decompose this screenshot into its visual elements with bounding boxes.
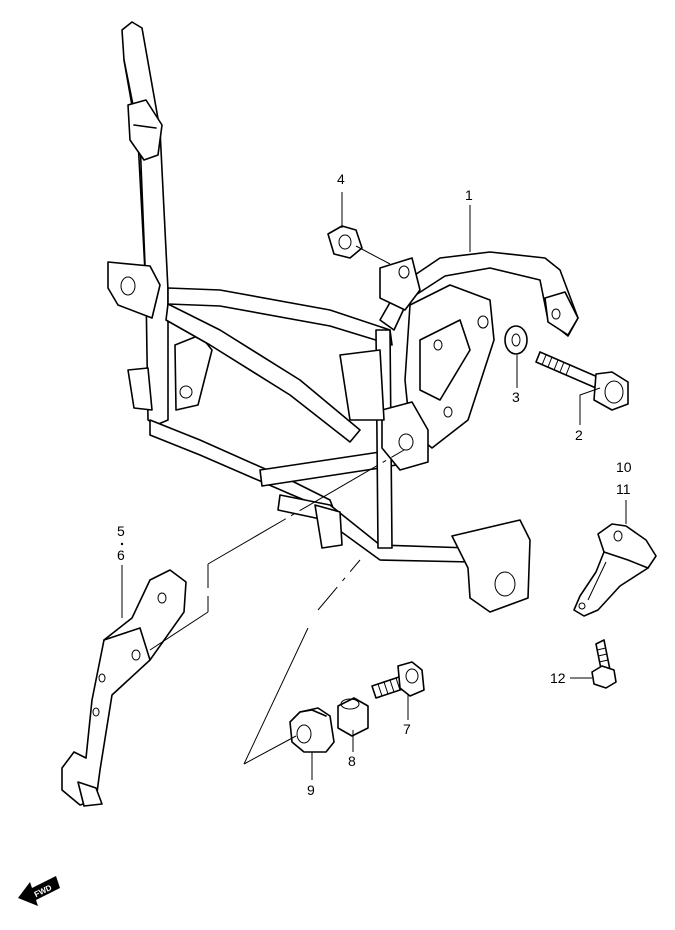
bolt-12[interactable] [591,639,617,689]
fwd-label: FWD [33,883,54,899]
callout-5: 5 [117,523,125,539]
small-bracket-10-11[interactable] [573,523,657,617]
callout-12: 12 [550,670,566,686]
nut-4[interactable] [327,225,363,259]
callout-7: 7 [403,721,411,737]
frame-bracket[interactable] [107,21,579,613]
fwd-arrow-icon: FWD [18,876,60,906]
washer-3[interactable] [504,325,528,355]
callout-2: 2 [575,427,583,443]
side-bracket-5-6[interactable] [61,569,187,807]
callout-3: 3 [512,389,520,405]
callout-6: 6 [117,547,125,563]
cushion-9[interactable] [289,707,335,753]
callout-9: 9 [307,782,315,798]
callout-4: 4 [337,171,345,187]
callout-1: 1 [465,187,473,203]
callout-labels: 1 2 3 4 5 6 7 8 9 10 11 12 [117,171,632,798]
callout-8: 8 [348,753,356,769]
bolt-7[interactable] [371,661,425,699]
bolt-2[interactable] [535,351,629,411]
leader-lines [121,192,627,780]
callout-11: 11 [616,481,631,497]
collar-8[interactable] [337,697,369,737]
callout-10: 10 [616,459,632,475]
